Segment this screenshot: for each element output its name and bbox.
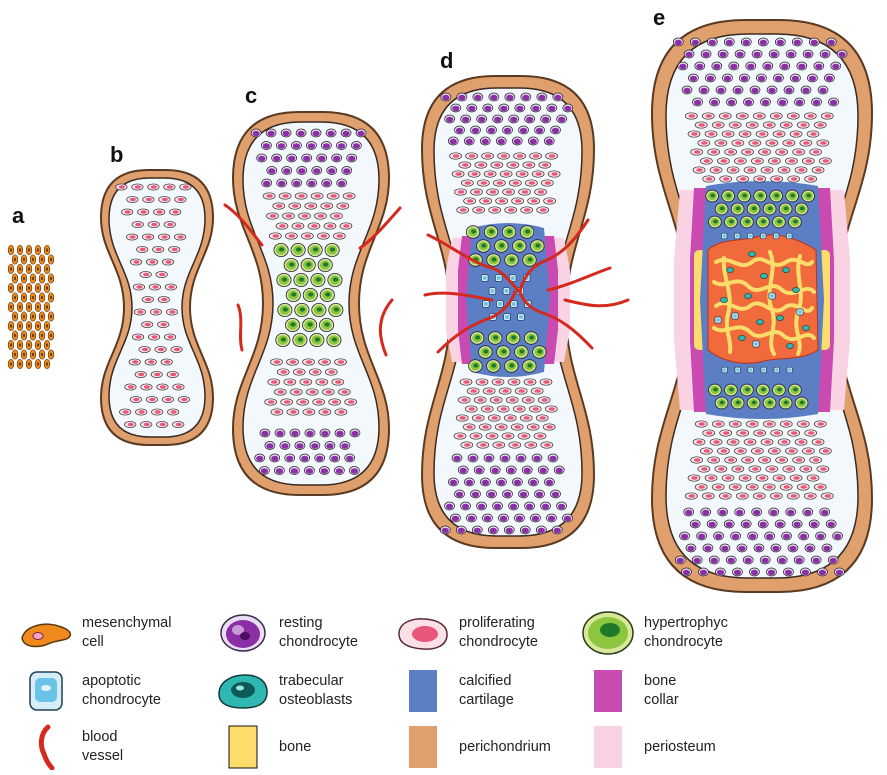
trabecular-osteoblast: [803, 325, 810, 330]
proliferating-chondrocyte-icon: [395, 610, 451, 656]
blood-vessel: [565, 300, 628, 306]
legend-label: apoptotic: [82, 672, 212, 691]
legend-label: calcified: [459, 672, 589, 691]
resting-chondrocyte-icon: [215, 610, 271, 656]
trabecular-osteoblast: [749, 251, 756, 256]
blood-vessel: [238, 305, 242, 350]
trabecular-osteoblast: [761, 273, 768, 278]
legend-label: chondrocyte: [82, 691, 212, 710]
apoptotic-chondrocyte-icon: [18, 668, 74, 714]
legend-label: osteoblasts: [279, 691, 409, 710]
bone-development-diagram: [0, 0, 887, 600]
legend-label: vessel: [82, 747, 212, 766]
trabecular-osteoblast: [757, 319, 764, 324]
stage-b-cartilage-model: [101, 170, 213, 445]
bone-collar-swatch: [580, 668, 636, 714]
legend-label: chondrocyte: [644, 633, 774, 652]
perichondrium-swatch: [395, 724, 451, 770]
trabecular-osteoblast: [721, 297, 728, 302]
legend-label: resting: [279, 614, 409, 633]
trabecular-osteoblast: [745, 293, 752, 298]
stage-e-marrow-cavity: [652, 20, 872, 592]
panel-label-b: b: [110, 142, 123, 168]
trabecular-osteoblast: [777, 315, 784, 320]
legend-label: chondrocyte: [279, 633, 409, 652]
panel-label-c: c: [245, 83, 257, 109]
panel-label-e: e: [653, 5, 665, 31]
blood-vessel-icon: [18, 724, 74, 770]
trabecular-osteoblast: [727, 267, 734, 272]
legend-label: perichondrium: [459, 738, 589, 757]
legend-label: mesenchymal: [82, 614, 212, 633]
legend-label: periosteum: [644, 738, 774, 757]
mesenchymal-cell-icon: [18, 610, 74, 656]
blood-vessel: [380, 300, 392, 355]
trabecular-osteoblast: [739, 335, 746, 340]
legend-label: hypertrophyc: [644, 614, 774, 633]
bone-swatch: [215, 724, 271, 770]
calcified-cartilage-swatch: [395, 668, 451, 714]
trabecular-osteoblast: [783, 267, 790, 272]
legend-item-bone: bone: [215, 724, 409, 770]
stage-d-primary-ossification-center: [422, 76, 628, 548]
panel-label-d: d: [440, 48, 453, 74]
legend-label: trabecular: [279, 672, 409, 691]
stage-a-mesenchymal-condensation: [8, 245, 54, 369]
legend-label: chondrocyte: [459, 633, 589, 652]
trabecular-osteoblast: [787, 343, 794, 348]
legend-label: blood: [82, 728, 212, 747]
legend-label: cartilage: [459, 691, 589, 710]
legend-label: proliferating: [459, 614, 589, 633]
panel-label-a: a: [12, 203, 24, 229]
legend-item-periosteum: periosteum: [580, 724, 774, 770]
trabecular-osteoblast: [793, 287, 800, 292]
legend-label: bone: [644, 672, 774, 691]
legend-label: collar: [644, 691, 774, 710]
legend-label: cell: [82, 633, 212, 652]
legend-item-perichondrium: perichondrium: [395, 724, 589, 770]
trabecular-osteoblast-icon: [215, 668, 271, 714]
periosteum-swatch: [580, 724, 636, 770]
legend-label: bone: [279, 738, 409, 757]
hypertrophic-chondrocyte-icon: [580, 610, 636, 656]
stage-c-hypertrophy: [225, 112, 400, 495]
